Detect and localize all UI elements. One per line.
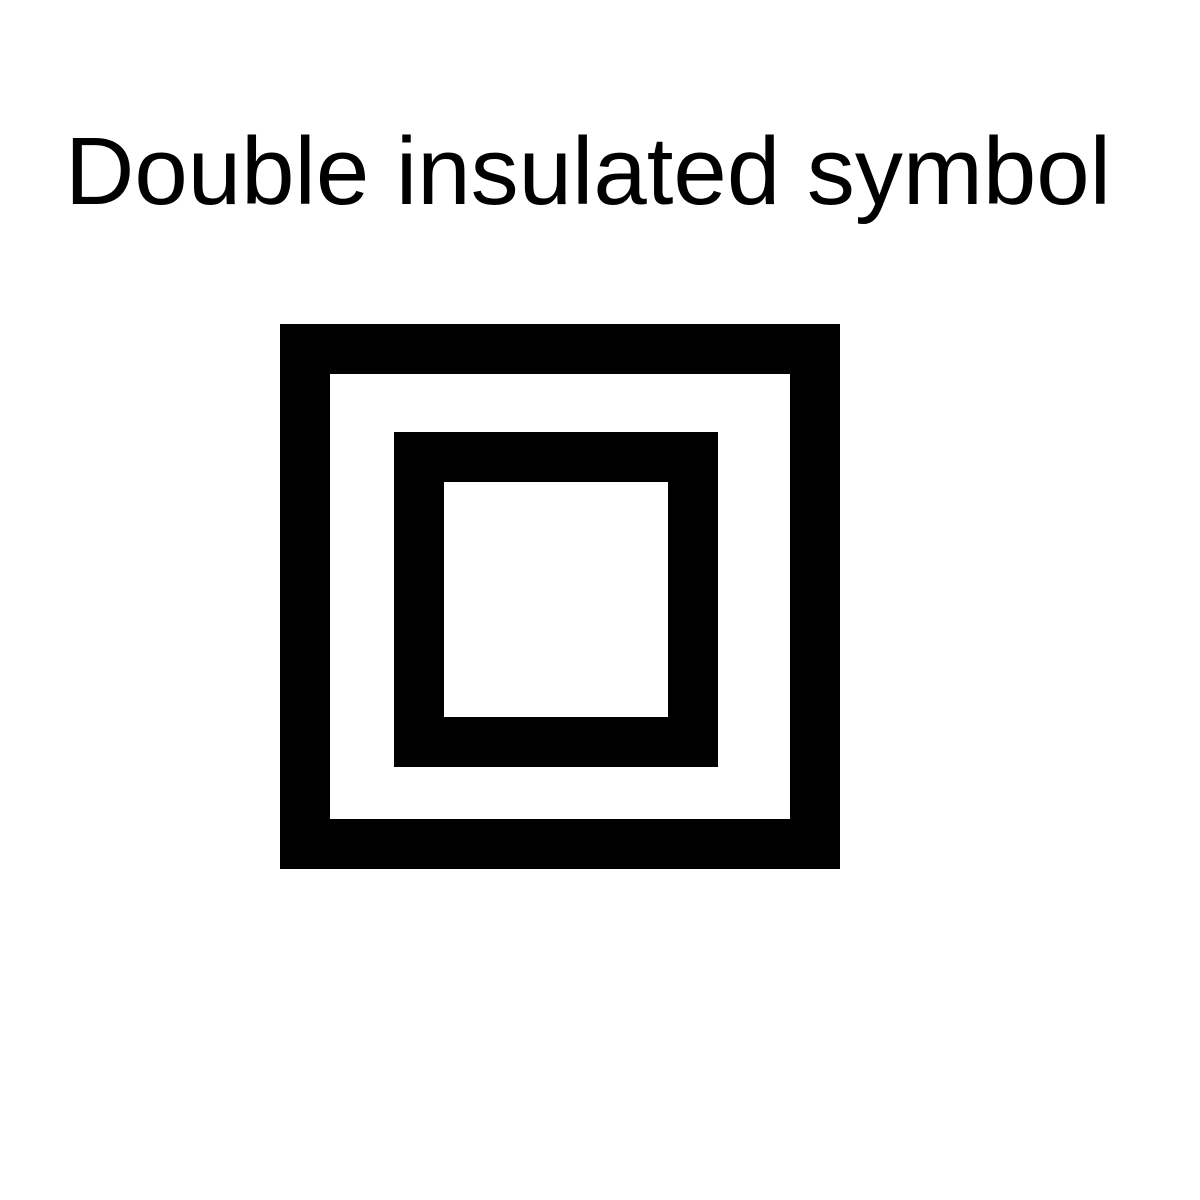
outer-square bbox=[280, 324, 840, 869]
diagram-title: Double insulated symbol bbox=[65, 118, 1111, 225]
inner-square bbox=[394, 432, 718, 767]
